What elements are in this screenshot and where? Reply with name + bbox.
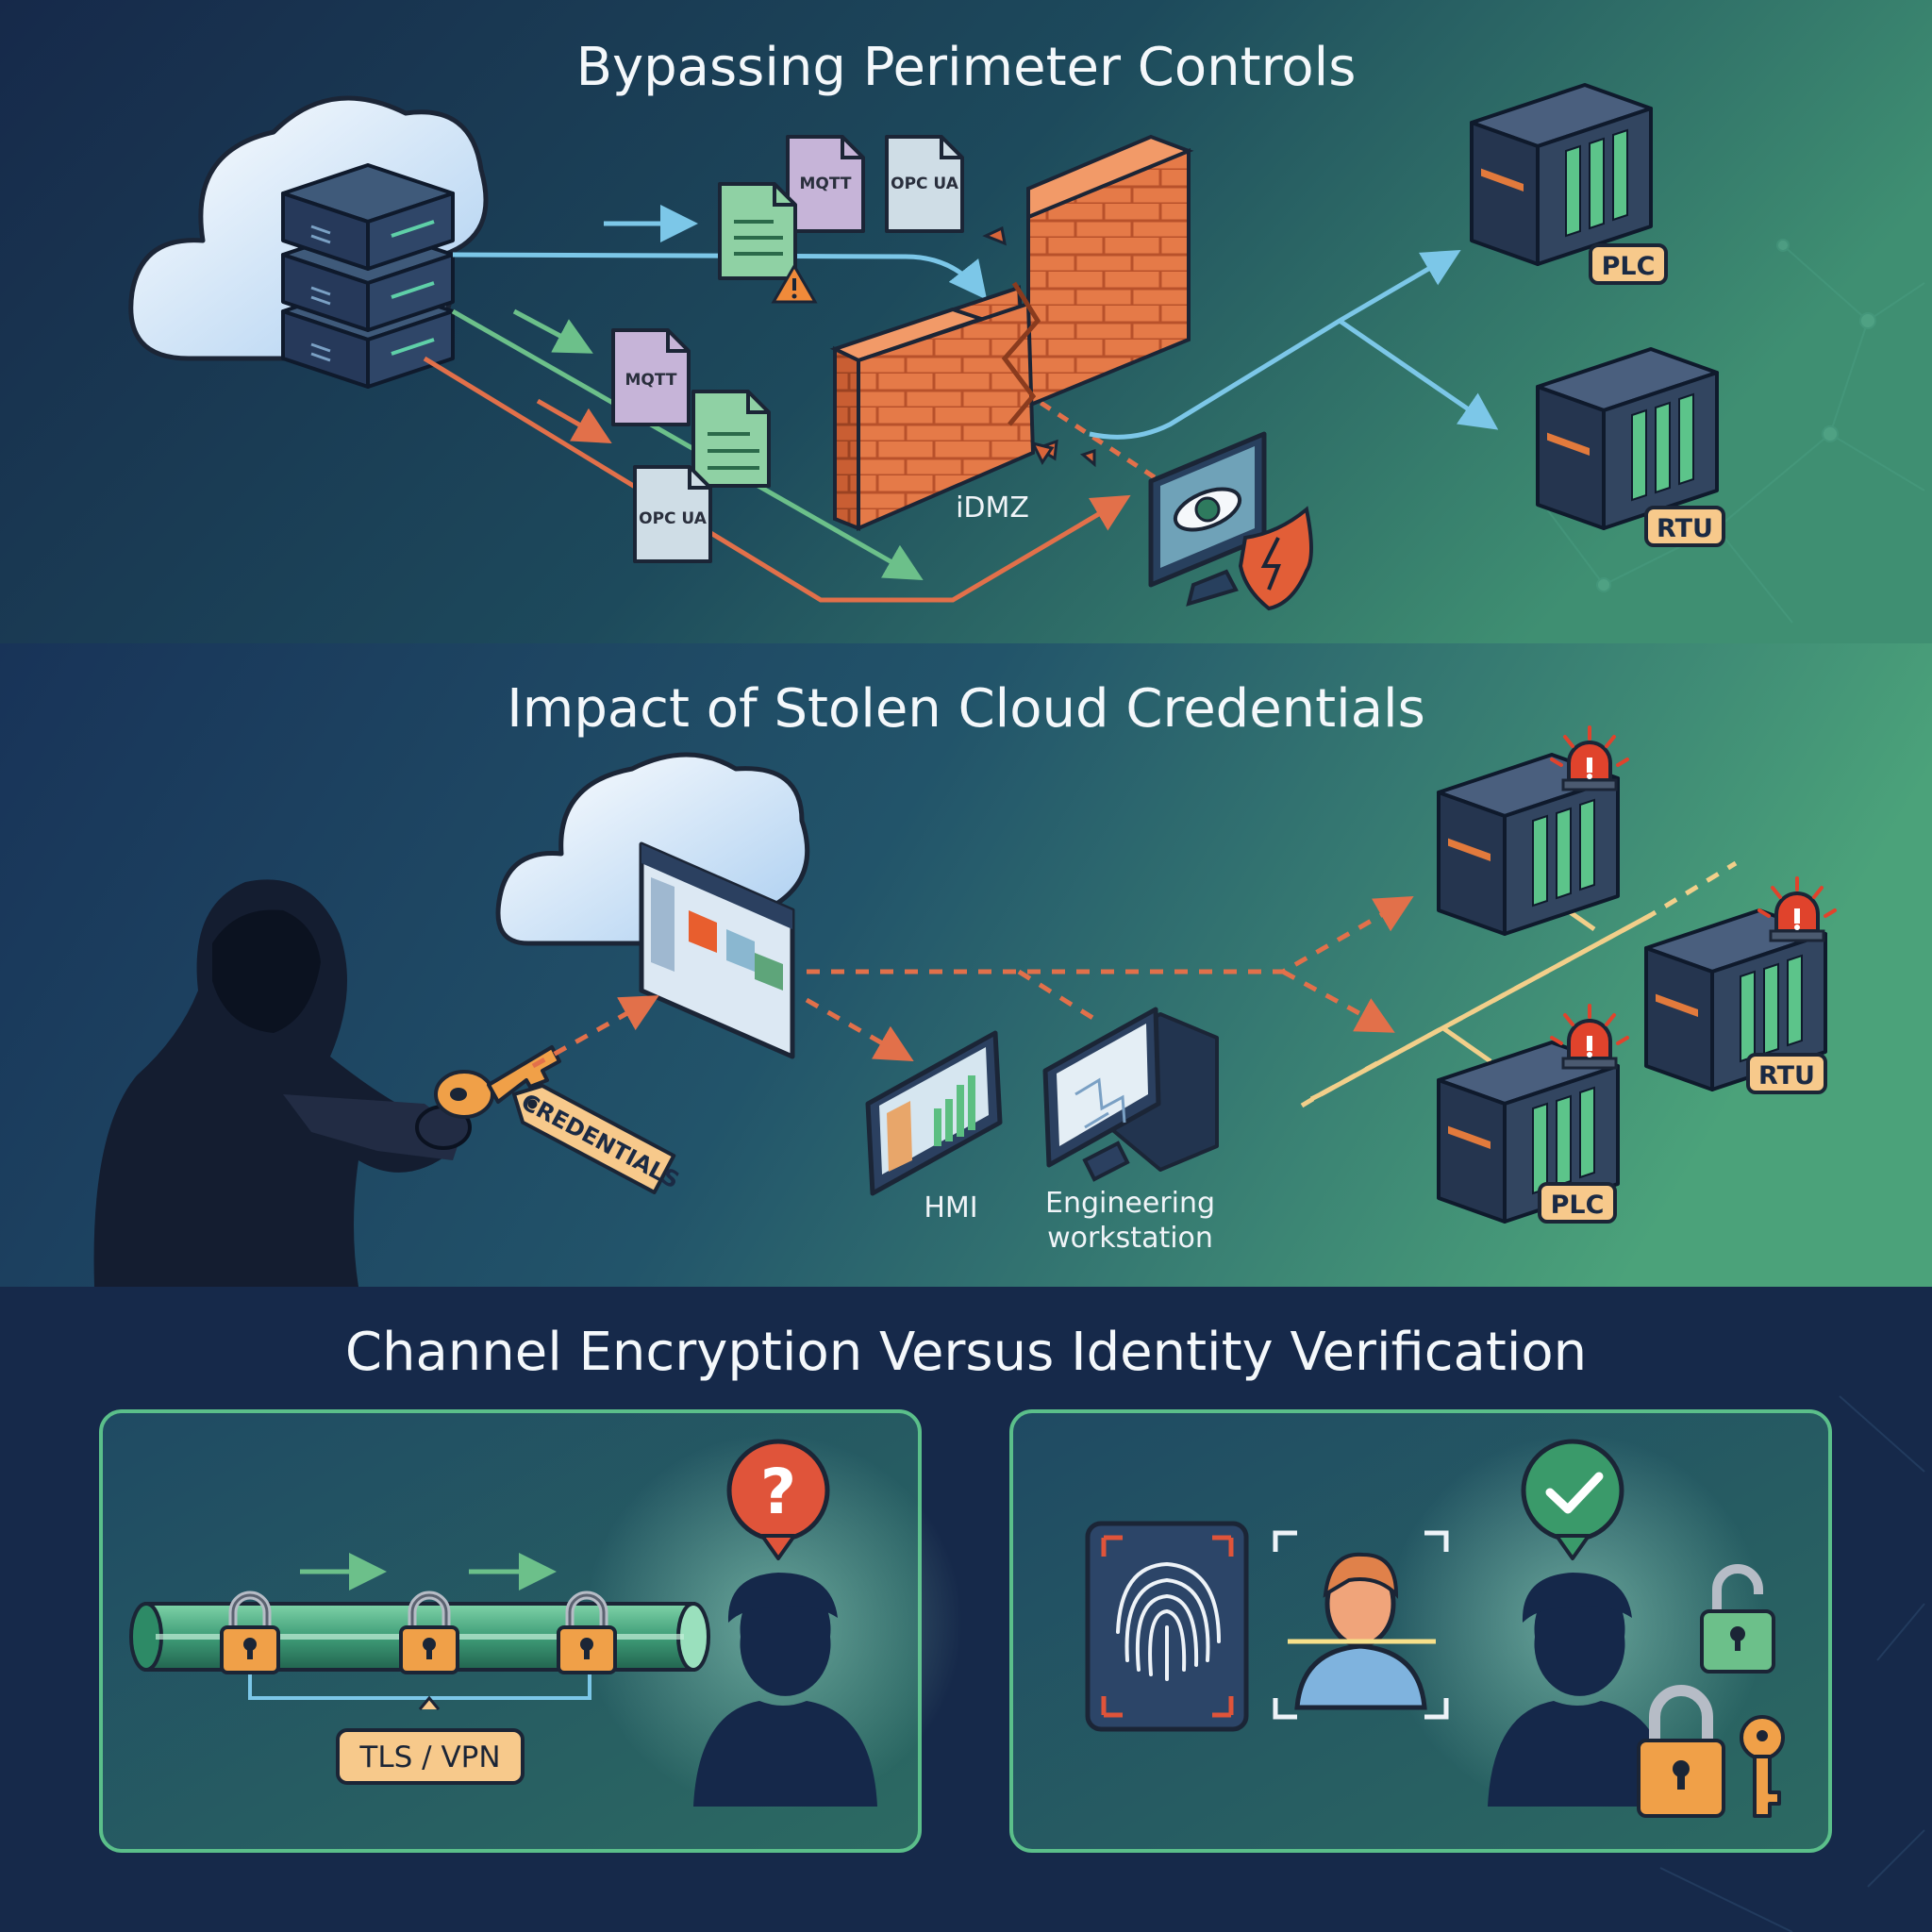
network-decoration	[1659, 1395, 1925, 1932]
warning-icon	[771, 263, 818, 304]
hmi-icon: HMI	[865, 1030, 1003, 1224]
svg-text:MQTT: MQTT	[800, 175, 852, 193]
fingerprint-icon	[1085, 1521, 1249, 1732]
svg-text:OPC UA: OPC UA	[639, 509, 708, 528]
plc-label: PLC	[1602, 252, 1656, 281]
document-icon: OPC UA	[885, 135, 964, 233]
section-title-encryption: Channel Encryption Versus Identity Verif…	[345, 1322, 1587, 1383]
panel-channel-encryption: TLS / VPN ?	[99, 1409, 962, 1853]
check-bubble-icon	[1521, 1439, 1624, 1560]
document-icon	[691, 390, 771, 488]
face-scan-icon	[1273, 1530, 1449, 1720]
document-icon: MQTT	[611, 328, 691, 426]
panel-identity-verification	[1009, 1409, 1832, 1853]
rtu-rack-icon: RTU	[1644, 876, 1837, 1094]
padlock-icon	[1637, 1685, 1725, 1818]
tls-vpn-label: TLS / VPN	[358, 1740, 500, 1774]
question-bubble-icon: ?	[726, 1439, 830, 1560]
data-flows	[423, 205, 1499, 603]
plc-rack-icon: PLC	[1437, 1004, 1629, 1224]
section-title-perimeter: Bypassing Perimeter Controls	[576, 37, 1357, 98]
tls-vpn-label-box: TLS / VPN	[336, 1728, 525, 1785]
rtu-label: RTU	[1758, 1061, 1815, 1091]
server-icon	[281, 163, 455, 389]
engineering-workstation-icon: Engineering workstation	[1042, 1007, 1219, 1255]
section-perimeter: Bypassing Perimeter Controls MQTT	[0, 0, 1932, 643]
svg-text:?: ?	[760, 1456, 796, 1528]
cloud-console-window	[639, 841, 795, 1059]
monitor-eye-icon	[1148, 431, 1267, 607]
workstation-label-line1: Engineering	[1045, 1187, 1215, 1220]
plc-label: PLC	[1551, 1191, 1605, 1220]
rtu-label: RTU	[1657, 514, 1713, 543]
document-icon	[718, 182, 797, 280]
key-icon	[1740, 1715, 1785, 1818]
shield-bolt-icon	[1238, 506, 1313, 611]
firewall-icon: iDMZ	[829, 134, 1194, 532]
padlock-icon	[1700, 1564, 1775, 1674]
workstation-label-line2: workstation	[1047, 1222, 1213, 1255]
rtu-rack-icon: RTU	[1536, 347, 1725, 547]
hmi-label: HMI	[924, 1191, 977, 1224]
section-title-credentials: Impact of Stolen Cloud Credentials	[507, 678, 1425, 740]
section-encryption: Channel Encryption Versus Identity Verif…	[0, 1287, 1932, 1932]
svg-text:MQTT: MQTT	[625, 371, 677, 390]
svg-text:OPC UA: OPC UA	[891, 175, 959, 193]
plc-rack-icon: PLC	[1470, 83, 1668, 285]
section-credentials: Impact of Stolen Cloud Credentials CREDE…	[0, 643, 1932, 1287]
document-icon: OPC UA	[633, 465, 712, 563]
document-icon: MQTT	[786, 135, 865, 233]
hacker-icon	[93, 879, 472, 1287]
attack-flows	[531, 896, 1414, 1069]
idmz-label: iDMZ	[956, 491, 1029, 525]
